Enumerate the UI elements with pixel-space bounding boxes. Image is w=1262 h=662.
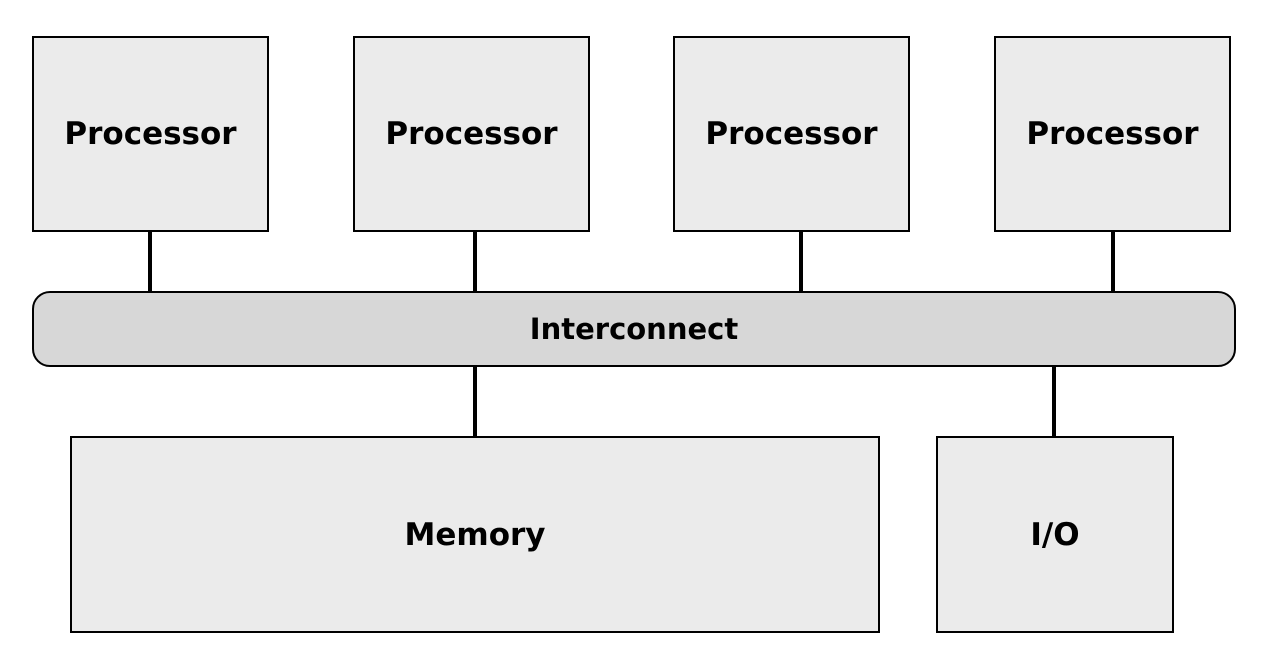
processor-label: Processor [64,116,237,152]
processor-label: Processor [705,116,878,152]
processor-4-connector [1111,231,1115,292]
processor-box-1: Processor [32,36,269,232]
processor-label: Processor [1026,116,1199,152]
processor-2-connector [473,231,477,292]
io-box: I/O [936,436,1174,633]
processor-box-3: Processor [673,36,910,232]
memory-box: Memory [70,436,880,633]
processor-1-connector [148,231,152,292]
memory-connector [473,366,477,437]
interconnect-bus: Interconnect [32,291,1236,367]
interconnect-label: Interconnect [529,312,739,346]
io-connector [1052,366,1056,437]
processor-3-connector [799,231,803,292]
memory-label: Memory [404,516,546,553]
processor-box-2: Processor [353,36,590,232]
processor-box-4: Processor [994,36,1231,232]
processor-label: Processor [385,116,558,152]
io-label: I/O [1030,516,1080,553]
